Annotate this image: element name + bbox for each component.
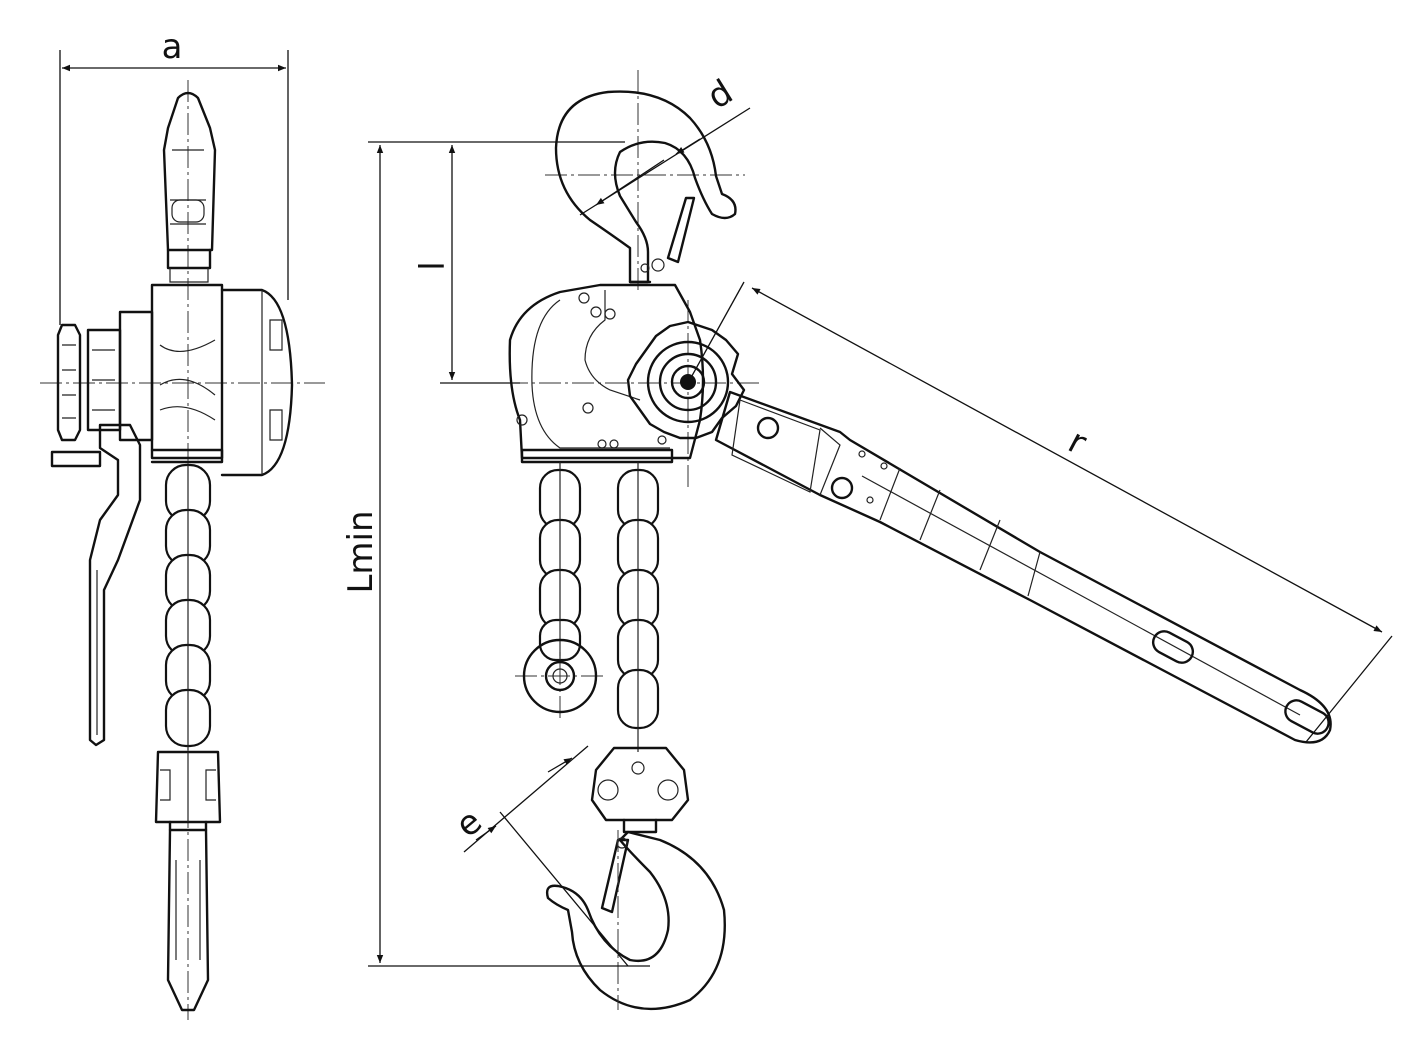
side-lever <box>50 423 142 747</box>
label-lmin: Lmin <box>341 510 381 593</box>
chain-end-stop <box>515 630 605 720</box>
dimension-e: e <box>448 745 629 967</box>
front-lever-handle <box>714 390 1332 744</box>
side-housing <box>56 283 294 477</box>
label-d: d <box>700 72 740 117</box>
label-l: l <box>413 261 453 270</box>
dimension-r: r <box>687 281 1393 743</box>
label-e: e <box>448 802 490 846</box>
dimension-l: l <box>413 145 520 384</box>
front-top-hook <box>554 90 737 284</box>
side-bottom-hook <box>154 750 222 1012</box>
front-sprocket <box>626 320 746 440</box>
dimension-lmin: Lmin <box>341 141 650 967</box>
side-view: a <box>40 27 325 1020</box>
front-chains <box>538 462 660 752</box>
label-a: a <box>162 27 183 67</box>
side-top-hook <box>162 91 217 283</box>
side-chain <box>164 463 212 750</box>
label-r: r <box>1062 421 1093 463</box>
front-bottom-hook <box>545 746 726 1011</box>
front-body <box>508 283 705 464</box>
dimension-a: a <box>59 27 289 325</box>
front-view: Lmin l d r e <box>341 70 1393 1011</box>
